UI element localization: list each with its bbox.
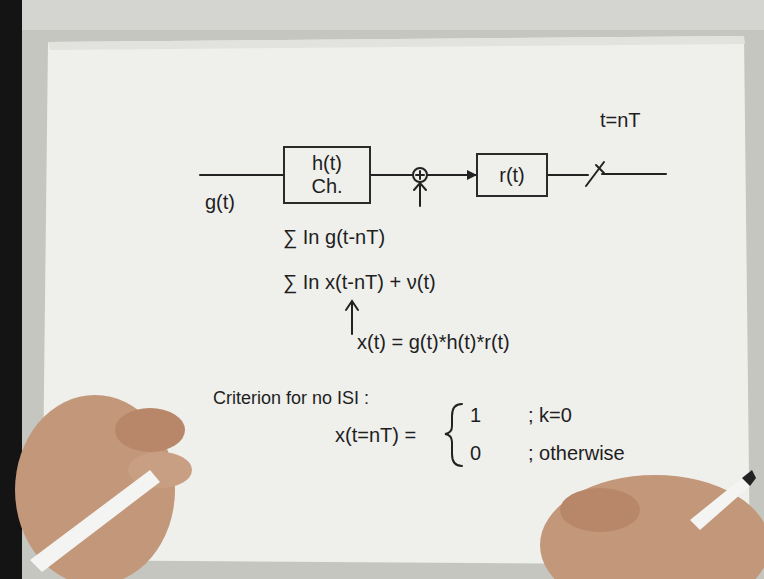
equation: ∑ In x(t-nT) + ν(t) [283,270,436,294]
input-signal: g(t) [205,190,235,214]
paper-edge [48,36,745,50]
noise-input-wire [419,184,421,206]
case-value: 0 [470,441,481,465]
case-condition: ; otherwise [528,441,625,465]
input-wire [200,174,283,176]
dark-edge [0,0,22,579]
equation: x(t=nT) = [335,423,416,447]
noise-arrow-head [414,183,426,190]
sampler-switch [596,165,604,173]
heading-note: Criterion for no ISI : [213,388,369,410]
box-text: Ch. [311,175,342,198]
sampler-wire [548,174,588,176]
receive-filter-box: r(t) [476,153,548,197]
sampling-instant: t=nT [600,108,641,132]
pen [30,470,160,572]
equation: x(t) = g(t)*h(t)*r(t) [357,330,510,354]
adder-plus [419,171,421,179]
equation: ∑ In g(t-nT) [283,225,385,249]
pointer-arrow-head [346,301,358,310]
channel-box: h(t)Ch. [283,146,371,204]
pointer-arrow [351,302,353,334]
case-condition: ; k=0 [528,403,572,427]
box-text: r(t) [499,164,525,187]
adder-symbol [413,168,427,182]
marker-pen [690,478,750,530]
left-finger [115,408,185,452]
right-hand [540,475,764,579]
signal-wire [371,174,476,176]
brace [445,404,462,466]
marker-tip [742,470,756,486]
box-text: h(t) [312,152,342,175]
left-finger [128,452,192,488]
case-value: 1 [470,403,481,427]
table-top [22,0,764,30]
right-finger [560,488,640,532]
left-hand [15,395,175,579]
output-wire [602,173,666,175]
paper-sheet [42,36,750,565]
